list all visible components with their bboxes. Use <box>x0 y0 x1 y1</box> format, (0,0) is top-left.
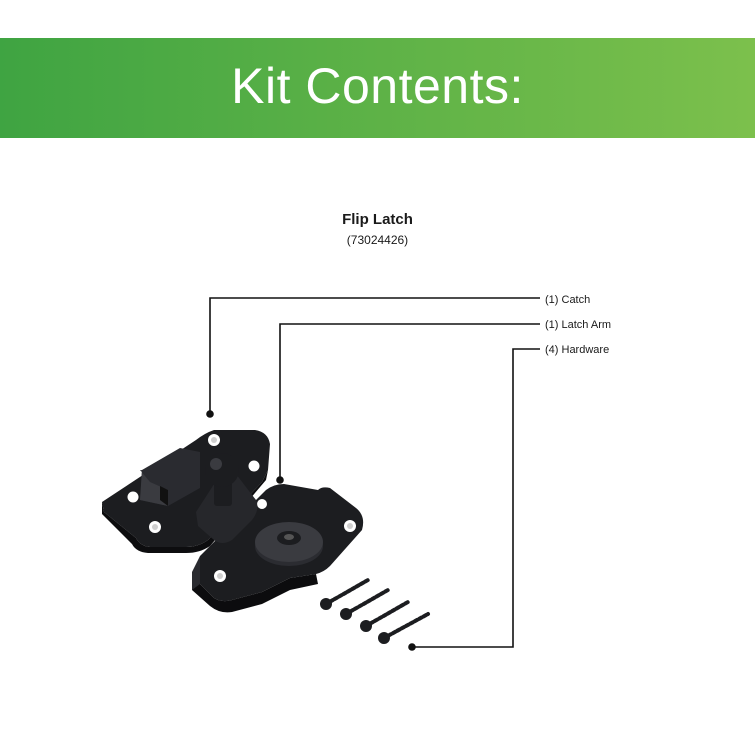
kit-contents-banner: Kit Contents: <box>0 38 755 138</box>
latch-arm-illustration <box>192 453 364 613</box>
screw-3 <box>360 600 410 632</box>
screws-illustration <box>320 578 430 644</box>
product-name: Flip Latch <box>342 211 413 228</box>
product-sku: (73024426) <box>346 233 409 247</box>
callout-label-catch: (1) Catch <box>545 294 591 306</box>
catch-leader-dot <box>206 410 214 418</box>
screw-1 <box>320 578 370 610</box>
screw-2 <box>340 588 390 620</box>
catch-leader-line <box>209 297 540 412</box>
banner-title: Kit Contents: <box>231 58 524 114</box>
latch-arm-leader-dot <box>276 476 284 484</box>
latch-arm-leader-line <box>279 323 540 478</box>
callout-dots <box>206 410 416 651</box>
callout-label-hardware: (4) Hardware <box>545 344 610 356</box>
screw-4 <box>378 612 430 644</box>
callout-label-latch-arm: (1) Latch Arm <box>545 319 612 331</box>
hardware-leader-line <box>412 348 540 648</box>
callout-leader-lines <box>209 297 540 648</box>
hardware-leader-dot <box>408 643 416 651</box>
